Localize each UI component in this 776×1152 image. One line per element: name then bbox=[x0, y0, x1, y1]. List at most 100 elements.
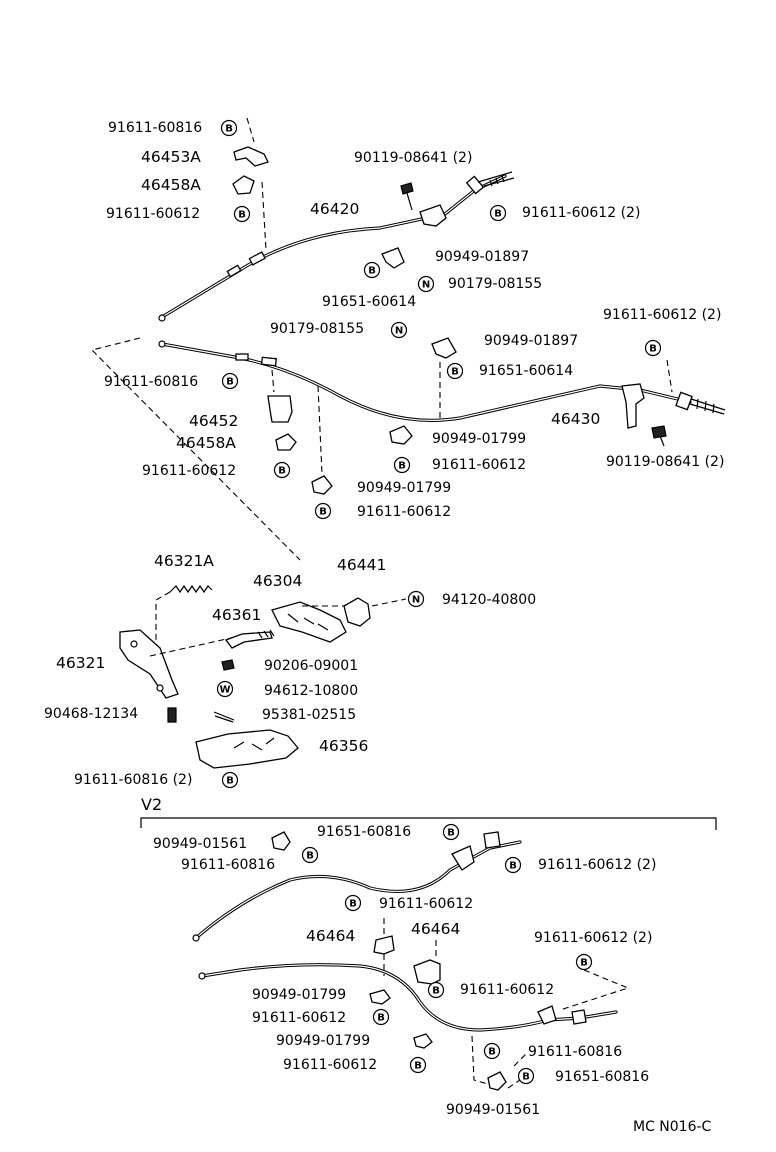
badge-b-icon: B bbox=[393, 456, 411, 474]
part-label: 91651-60614 bbox=[322, 294, 416, 310]
boot-46441 bbox=[343, 597, 371, 627]
part-label: 90949-01799 bbox=[357, 480, 451, 496]
part-label: 91611-60612 bbox=[379, 896, 473, 912]
part-label: 91611-60612 bbox=[142, 463, 236, 479]
v2-bracket-line bbox=[140, 817, 717, 830]
clip-90949-01799-a bbox=[389, 425, 413, 445]
badge-b-icon: B bbox=[483, 1042, 501, 1060]
clamp-90949-01897-mid bbox=[431, 337, 457, 359]
svg-text:B: B bbox=[488, 1047, 496, 1058]
badge-b-icon: B bbox=[489, 204, 507, 222]
rod-46361 bbox=[224, 631, 273, 649]
cable-46430 bbox=[158, 340, 726, 422]
svg-text:B: B bbox=[432, 986, 440, 997]
part-label: 46453A bbox=[141, 148, 201, 166]
badge-b-icon: B bbox=[363, 261, 381, 279]
v2-cable-lower bbox=[198, 963, 618, 1032]
bracket-46464-right bbox=[413, 959, 441, 985]
svg-text:B: B bbox=[306, 851, 314, 862]
part-label: 46361 bbox=[212, 606, 261, 624]
svg-text:B: B bbox=[349, 899, 357, 910]
part-label: 46356 bbox=[319, 737, 368, 755]
part-label: 46464 bbox=[411, 920, 460, 938]
svg-text:B: B bbox=[522, 1072, 530, 1083]
part-label: 46430 bbox=[551, 410, 600, 428]
svg-text:B: B bbox=[580, 958, 588, 969]
part-label: 91611-60612 bbox=[357, 504, 451, 520]
part-label: 91651-60614 bbox=[479, 363, 573, 379]
part-label: 91611-60612 (2) bbox=[603, 307, 721, 323]
badge-b-icon: B bbox=[221, 771, 239, 789]
badge-b-icon: B bbox=[220, 119, 238, 137]
svg-text:B: B bbox=[238, 210, 246, 221]
part-label: 90468-12134 bbox=[44, 706, 138, 722]
pin-90468-12134 bbox=[167, 707, 177, 723]
clip-90949-01561-lower bbox=[487, 1071, 507, 1091]
part-label: 91611-60612 (2) bbox=[534, 930, 652, 946]
part-label: 91611-60612 bbox=[106, 206, 200, 222]
part-label: 91611-60612 (2) bbox=[538, 857, 656, 873]
part-label: 91611-60816 bbox=[108, 120, 202, 136]
badge-b-icon: B bbox=[517, 1067, 535, 1085]
bolt-90119-08641 bbox=[400, 182, 414, 211]
badge-b-icon: B bbox=[409, 1056, 427, 1074]
badge-n-icon: N bbox=[407, 590, 425, 608]
part-label: 94612-10800 bbox=[264, 683, 358, 699]
badge-b-icon: B bbox=[301, 846, 319, 864]
svg-text:B: B bbox=[398, 461, 406, 472]
badge-b-icon: B bbox=[233, 205, 251, 223]
bracket-46453A bbox=[233, 146, 269, 167]
part-label: 91611-60612 bbox=[252, 1010, 346, 1026]
part-label: 91651-60816 bbox=[317, 824, 411, 840]
clip-90949-01799-b bbox=[311, 475, 333, 495]
bracket-46452 bbox=[267, 395, 293, 423]
badge-b-icon: B bbox=[504, 856, 522, 874]
svg-text:B: B bbox=[414, 1061, 422, 1072]
reference-code: MC N016-C bbox=[633, 1119, 712, 1135]
svg-text:B: B bbox=[319, 507, 327, 518]
part-number-labels: 91611-60816 46453A 46458A 91611-60612 90119-… bbox=[44, 120, 724, 1118]
part-label: 91611-60816 bbox=[181, 857, 275, 873]
part-label: 91611-60612 bbox=[432, 457, 526, 473]
badge-b-icon: B bbox=[344, 894, 362, 912]
cable-bracket-right bbox=[621, 383, 645, 429]
badge-b-icon: B bbox=[442, 823, 460, 841]
svg-text:B: B bbox=[226, 377, 234, 388]
svg-text:N: N bbox=[395, 326, 403, 337]
svg-text:B: B bbox=[278, 466, 286, 477]
badge-symbols: B B B N B B N B B B B B N W B B B B B B B B B B B bbox=[216, 119, 662, 1085]
part-label: 91611-60612 bbox=[460, 982, 554, 998]
part-label: 95381-02515 bbox=[262, 707, 356, 723]
pin-95381-02515 bbox=[213, 711, 235, 721]
part-label: 46458A bbox=[176, 434, 236, 452]
cable-46420 bbox=[158, 171, 515, 322]
clamp-46458A bbox=[232, 175, 255, 195]
equalizer-46304 bbox=[271, 601, 347, 643]
part-label: 90179-08155 bbox=[270, 321, 364, 337]
bolt-90119-08641-right bbox=[651, 425, 667, 447]
badge-b-icon: B bbox=[644, 339, 662, 357]
part-label: 91611-60612 bbox=[283, 1057, 377, 1073]
part-label: 46321A bbox=[154, 552, 214, 570]
svg-text:B: B bbox=[368, 266, 376, 277]
part-label: 46452 bbox=[189, 412, 238, 430]
svg-text:B: B bbox=[226, 776, 234, 787]
badge-b-icon: B bbox=[372, 1008, 390, 1026]
part-label: 90119-08641 (2) bbox=[354, 150, 472, 166]
clip-90949-01799-v2b bbox=[413, 1033, 433, 1049]
svg-text:B: B bbox=[447, 828, 455, 839]
clamp-46458A-lower bbox=[275, 433, 297, 451]
pin-90206-09001 bbox=[221, 659, 235, 671]
badge-n-icon: N bbox=[390, 321, 408, 339]
part-label: 90949-01799 bbox=[252, 987, 346, 1003]
svg-text:W: W bbox=[219, 685, 230, 696]
clip-90949-01799-v2a bbox=[369, 989, 391, 1005]
badge-n-icon: N bbox=[417, 275, 435, 293]
badge-b-icon: B bbox=[273, 461, 291, 479]
part-label: 90949-01897 bbox=[435, 249, 529, 265]
part-label: 90179-08155 bbox=[448, 276, 542, 292]
part-label: 91611-60816 (2) bbox=[74, 772, 192, 788]
badge-b-icon: B bbox=[446, 362, 464, 380]
part-label: 90949-01799 bbox=[432, 431, 526, 447]
